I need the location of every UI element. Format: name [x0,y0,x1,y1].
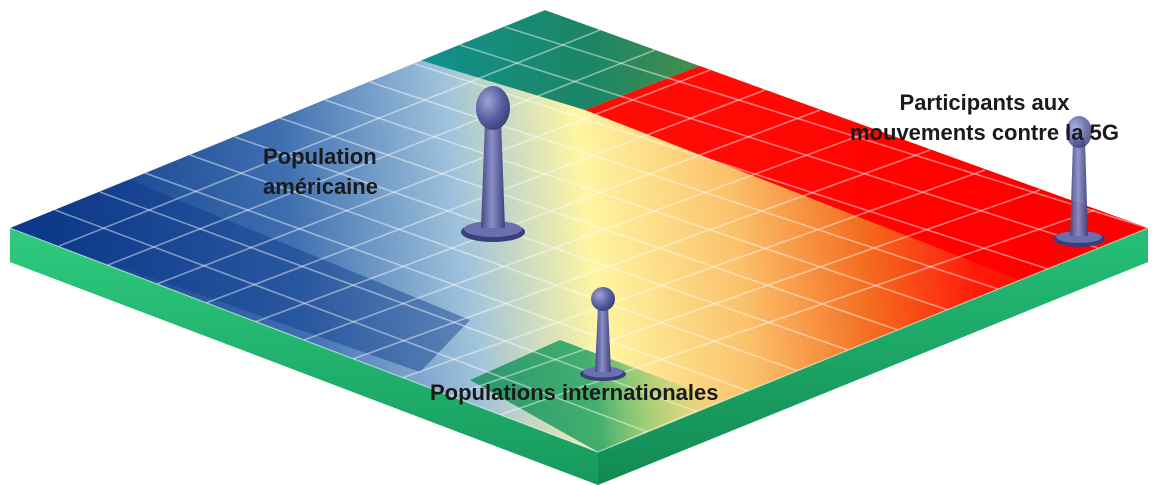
pawn-icon [1053,116,1105,247]
board-side-right [598,228,1148,485]
label-american-line1: Population [263,144,377,169]
label-american-population: Population américaine [263,142,378,202]
label-international-populations: Populations internationales [430,380,719,405]
label-anti5g-line1: Participants aux [899,90,1070,115]
pawn-icon [580,287,626,381]
pawn-icon [461,86,525,242]
board-top [10,10,1148,452]
label-anti-5g-participants: Participants aux mouvements contre la 5G [812,88,1157,148]
label-anti5g-line2: mouvements contre la 5G [850,120,1119,145]
board-side-left [10,228,598,485]
label-american-line2: américaine [263,174,378,199]
